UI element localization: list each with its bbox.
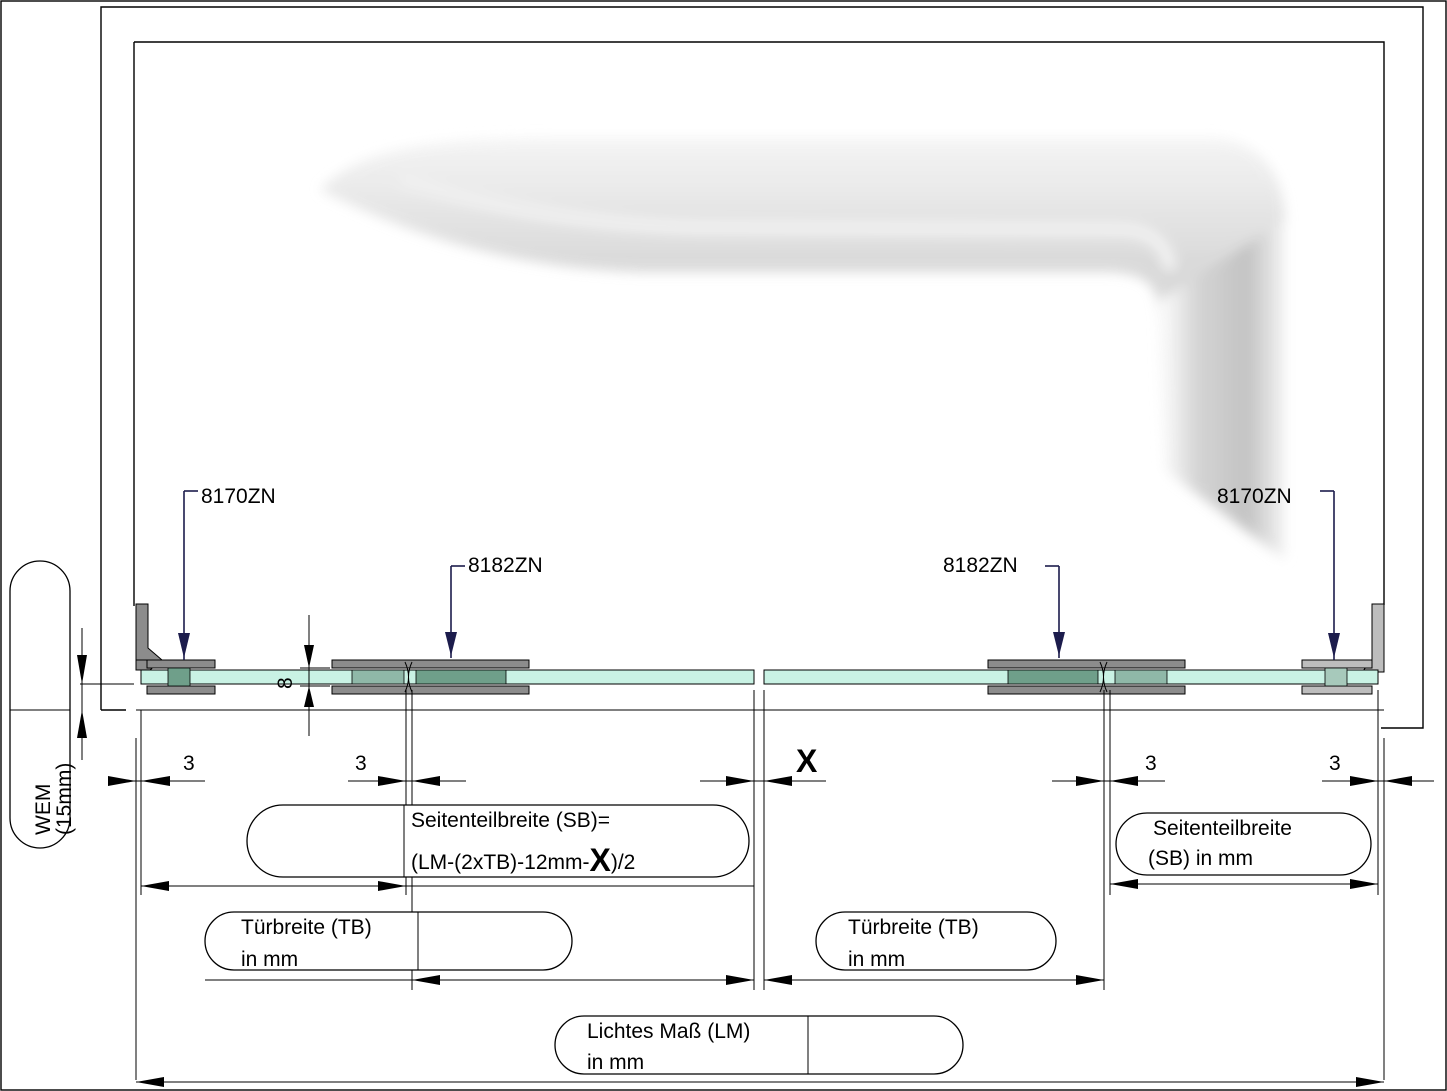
right-connector-8182zn [987, 659, 1186, 695]
tb-right-pill [815, 911, 1057, 971]
lm-pill [554, 1015, 964, 1075]
right-hinge-8170zn [1301, 659, 1373, 695]
label-dim-3-left: 3 [183, 752, 195, 775]
label-dim-3-left-connector: 3 [355, 752, 367, 775]
label-tb-right-2: in mm [848, 948, 905, 971]
label-wem: WEM [32, 784, 55, 835]
label-dim-x: X [796, 743, 818, 779]
inner-wall [134, 41, 1385, 605]
tb-left-pill [204, 911, 573, 971]
bathtub-illustration [320, 138, 1285, 560]
left-wall-bracket [135, 603, 164, 661]
label-right-connector: 8182ZN [943, 554, 1018, 577]
label-lm-2: in mm [587, 1051, 644, 1074]
label-left-hinge: 8170ZN [201, 485, 276, 508]
sb-right-pill [1115, 812, 1372, 876]
label-sb-right-1: Seitenteilbreite [1153, 817, 1292, 840]
left-hinge-8170zn [146, 659, 216, 695]
label-lm-1: Lichtes Maß (LM) [587, 1020, 750, 1043]
label-tb-left-1: Türbreite (TB) [241, 916, 372, 939]
label-left-connector: 8182ZN [468, 554, 543, 577]
left-connector-8182zn [331, 659, 530, 695]
label-tb-left-2: in mm [241, 948, 298, 971]
wem-pill [9, 560, 71, 849]
label-dim-3-right: 3 [1329, 752, 1341, 775]
sb-formula-pill [246, 804, 750, 878]
label-tb-right-1: Türbreite (TB) [848, 916, 979, 939]
label-sb-formula-2a: (LM-(2xTB)-12mm-X)/2 [411, 842, 635, 878]
label-sb-formula-1: Seitenteilbreite (SB)= [411, 809, 610, 832]
label-wem-size: (15mm) [53, 763, 76, 835]
label-right-hinge: 8170ZN [1217, 485, 1292, 508]
label-dim-8: 8 [274, 677, 297, 689]
label-dim-3-right-connector: 3 [1145, 752, 1157, 775]
label-sb-right-2: (SB) in mm [1148, 847, 1253, 870]
outer-wall [100, 6, 1424, 729]
